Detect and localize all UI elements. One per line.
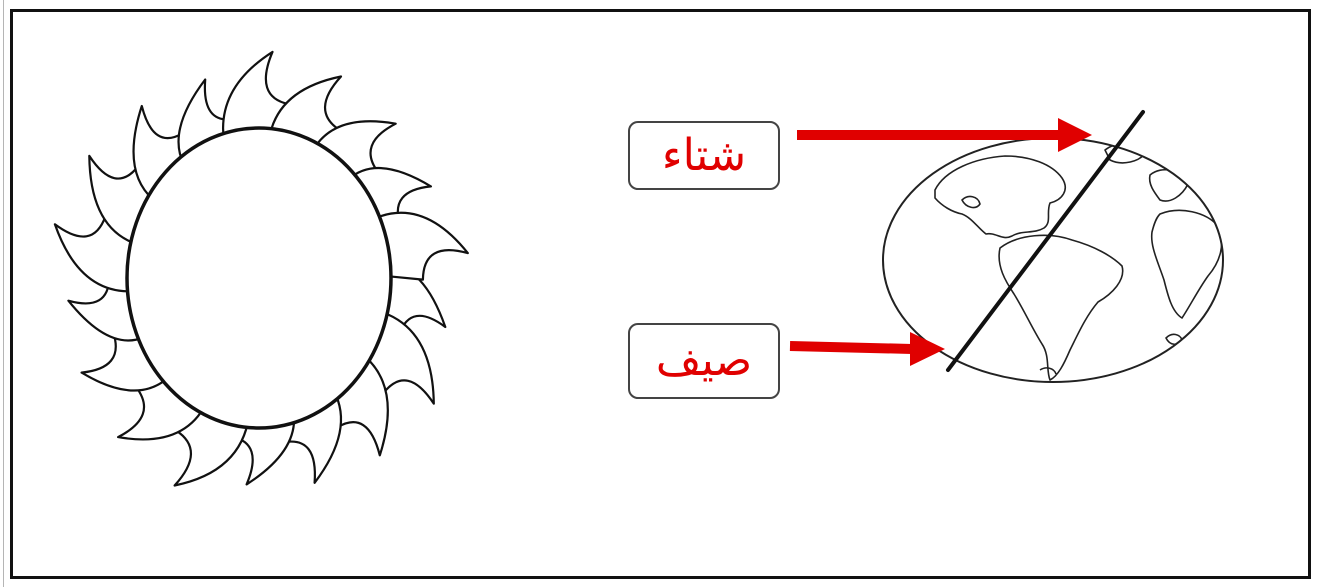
sun-icon xyxy=(55,52,468,486)
summer-arrow-shaft xyxy=(790,346,912,349)
earth-globe-icon xyxy=(883,112,1223,382)
winter-label-box: شتاء xyxy=(628,121,780,190)
summer-label: صيف xyxy=(656,339,752,383)
sun-disc xyxy=(127,128,391,428)
winter-label: شتاء xyxy=(662,134,746,178)
summer-label-box: صيف xyxy=(628,323,780,399)
